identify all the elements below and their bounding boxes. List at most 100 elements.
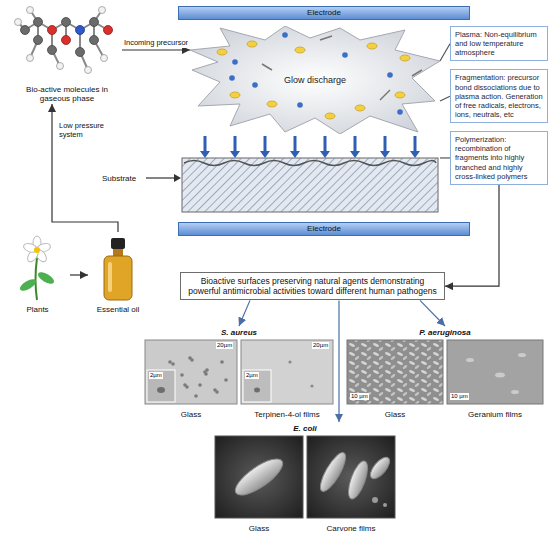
sem-paeruginosa-glass bbox=[347, 340, 443, 404]
substrate-hatching bbox=[182, 158, 438, 212]
arrow-shaft bbox=[204, 136, 207, 151]
electrode-bar: Electrode bbox=[178, 6, 470, 20]
electrode-label: Electrode bbox=[179, 223, 469, 235]
arrow-head bbox=[260, 151, 270, 158]
substrate-plate bbox=[182, 158, 438, 212]
cell bbox=[511, 390, 519, 394]
connector bbox=[420, 300, 445, 326]
cell bbox=[168, 360, 172, 364]
sem-image: Glass bbox=[347, 340, 443, 420]
arrow-shaft bbox=[324, 136, 327, 151]
bottle-highlight bbox=[108, 262, 112, 292]
micrograph bbox=[447, 340, 543, 404]
deposition-arrows bbox=[200, 136, 420, 158]
electron bbox=[397, 109, 403, 115]
sem-image: Glass bbox=[215, 436, 303, 534]
atom bbox=[76, 26, 85, 35]
cell bbox=[171, 362, 175, 366]
micrograph bbox=[215, 436, 303, 518]
atom bbox=[104, 26, 113, 35]
connector bbox=[338, 300, 339, 422]
micrograph bbox=[145, 340, 237, 404]
callout-text: Plasma: Non-equilibrium and low temperat… bbox=[455, 30, 543, 57]
cell bbox=[220, 360, 224, 364]
panel-caption: Essential oil bbox=[97, 305, 140, 315]
sem-saureus-glass bbox=[145, 340, 237, 404]
panel-caption: Plants bbox=[26, 305, 48, 315]
ion bbox=[267, 101, 277, 107]
fragment bbox=[380, 90, 390, 100]
arrow-shaft bbox=[354, 136, 357, 151]
substrate-layer: Substrate bbox=[100, 140, 440, 216]
fragment bbox=[262, 64, 272, 70]
edge-label: Low pressure system bbox=[58, 122, 118, 139]
scale-label: 10 µm bbox=[350, 393, 369, 400]
arrow-shaft bbox=[264, 136, 267, 151]
atom bbox=[27, 55, 34, 62]
ion bbox=[295, 47, 305, 53]
scale-label: 10 µm bbox=[450, 393, 469, 400]
pathogen-name: S. aureus bbox=[143, 328, 335, 338]
callout-box: Polymerization: recombination of fragmen… bbox=[450, 131, 548, 185]
bacterium bbox=[345, 459, 372, 501]
atom bbox=[21, 26, 30, 35]
bacterium bbox=[367, 454, 393, 482]
glow-discharge-cloud: Glow discharge bbox=[190, 26, 440, 134]
electrode-bar: Electrode bbox=[178, 222, 470, 236]
pathogen-group: P. aeruginosaGlassGeranium films bbox=[345, 326, 545, 420]
ion bbox=[247, 41, 257, 47]
arrow-head bbox=[230, 151, 240, 158]
oil-panel: Essential oil bbox=[88, 232, 148, 315]
cell bbox=[466, 358, 474, 362]
image-caption: Terpinen-4-ol films bbox=[254, 410, 319, 420]
atom bbox=[85, 67, 92, 74]
sem-ecoli-glass bbox=[215, 436, 303, 518]
connector bbox=[440, 157, 450, 158]
stem bbox=[36, 258, 38, 300]
atom bbox=[99, 7, 106, 14]
cell bbox=[205, 368, 209, 372]
electron bbox=[252, 82, 258, 88]
bottle-cap bbox=[111, 238, 125, 249]
ion bbox=[325, 113, 335, 119]
connector bbox=[70, 274, 88, 275]
scale-label: 20µm bbox=[216, 342, 233, 349]
connector bbox=[52, 104, 118, 232]
scale-label: 2µm bbox=[149, 372, 163, 379]
callout-box: Plasma: Non-equilibrium and low temperat… bbox=[450, 26, 548, 61]
pathogen-name: P. aeruginosa bbox=[345, 328, 545, 338]
ion bbox=[400, 55, 410, 61]
electron bbox=[297, 102, 303, 108]
film-grain bbox=[372, 497, 378, 503]
electron bbox=[232, 59, 238, 65]
pathogen-group: S. aureusGlassTerpinen-4-ol films bbox=[143, 326, 335, 420]
cell bbox=[518, 353, 526, 357]
cloud-fill bbox=[190, 26, 440, 134]
substrate-label: Substrate bbox=[102, 174, 136, 183]
connector bbox=[440, 96, 450, 101]
image-caption: Glass bbox=[249, 524, 269, 534]
cell bbox=[224, 378, 228, 382]
molecule-panel: Bio-active molecules in gaseous phase bbox=[12, 4, 122, 104]
film-grain bbox=[383, 503, 387, 507]
cloud-label: Glow discharge bbox=[284, 75, 346, 85]
scale-label: 20µm bbox=[312, 342, 329, 349]
micrograph bbox=[241, 340, 333, 404]
cell bbox=[215, 390, 219, 394]
atom bbox=[27, 7, 34, 14]
cell bbox=[254, 388, 260, 393]
cell bbox=[204, 372, 208, 376]
bottle-body bbox=[104, 256, 132, 300]
atom bbox=[90, 36, 99, 45]
ion bbox=[395, 92, 405, 98]
arrow-shaft bbox=[294, 136, 297, 151]
ion bbox=[367, 43, 377, 49]
atom bbox=[15, 19, 22, 26]
molecule-model bbox=[18, 10, 108, 70]
sem-saureus-film bbox=[241, 340, 333, 404]
arrow-head bbox=[410, 151, 420, 158]
pointer-head bbox=[174, 174, 181, 182]
micrograph bbox=[347, 340, 443, 404]
atom bbox=[62, 36, 71, 45]
